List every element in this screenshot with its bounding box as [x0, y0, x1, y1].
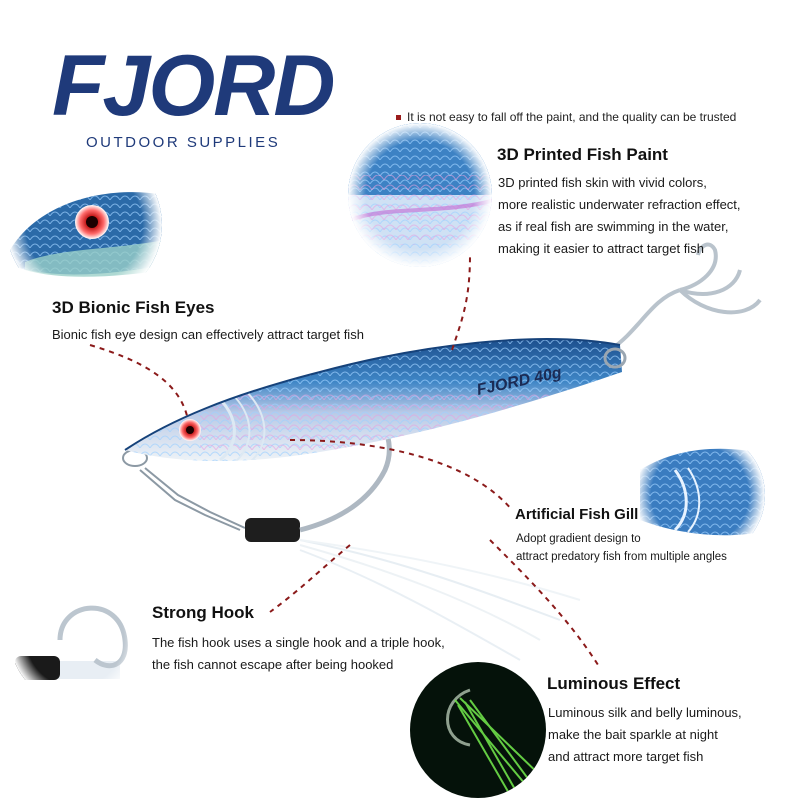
eyes-title: 3D Bionic Fish Eyes	[52, 298, 215, 317]
hook-closeup-image	[10, 573, 140, 703]
leader-lines	[89, 254, 601, 669]
bullet-icon	[396, 115, 401, 121]
hook-line: the fish cannot escape after being hooke…	[152, 657, 394, 672]
brand-tagline: OUTDOOR SUPPLIES	[86, 134, 281, 151]
treble-hook	[608, 242, 762, 352]
paint-closeup-image	[348, 123, 492, 267]
gill-description: Adopt gradient design to attract predato…	[516, 530, 727, 566]
eyes-line: Bionic fish eye design can effectively a…	[52, 327, 364, 342]
paint-line: making it easier to attract target fish	[498, 241, 704, 256]
paint-line: 3D printed fish skin with vivid colors,	[498, 175, 707, 190]
luminous-line: Luminous silk and belly luminous,	[548, 705, 742, 720]
luminous-line: make the bait sparkle at night	[548, 727, 718, 742]
hook-description: The fish hook uses a single hook and a t…	[152, 632, 445, 676]
quality-note-text: It is not easy to fall off the paint, an…	[407, 110, 737, 124]
brand-logo: FJORD	[52, 38, 335, 134]
feather-skirt	[299, 539, 581, 661]
hook-line: The fish hook uses a single hook and a t…	[152, 635, 445, 650]
luminous-closeup-image	[410, 662, 546, 798]
hook-title: Strong Hook	[152, 603, 254, 622]
assist-chain	[122, 449, 246, 531]
paint-description: 3D printed fish skin with vivid colors, …	[498, 172, 741, 260]
eye-closeup-image	[6, 147, 162, 303]
luminous-line: and attract more target fish	[548, 749, 704, 764]
gill-closeup-image	[635, 430, 765, 560]
leader-hook	[269, 544, 351, 613]
paint-title: 3D Printed Fish Paint	[497, 145, 668, 164]
leader-paint	[451, 254, 471, 351]
leader-gill	[289, 439, 513, 511]
jig-lure	[124, 338, 627, 462]
leader-eyes	[89, 344, 189, 421]
leader-luminous	[489, 539, 601, 669]
luminous-description: Luminous silk and belly luminous, make t…	[548, 702, 742, 768]
gill-line: attract predatory fish from multiple ang…	[516, 551, 727, 563]
paint-line: more realistic underwater refraction eff…	[498, 197, 741, 212]
gill-line: Adopt gradient design to	[516, 533, 641, 545]
gill-title: Artificial Fish Gill	[515, 506, 639, 523]
paint-line: as if real fish are swimming in the wate…	[498, 219, 729, 234]
quality-note: It is not easy to fall off the paint, an…	[396, 110, 736, 124]
eyes-description: Bionic fish eye design can effectively a…	[52, 324, 364, 346]
luminous-title: Luminous Effect	[547, 674, 681, 693]
